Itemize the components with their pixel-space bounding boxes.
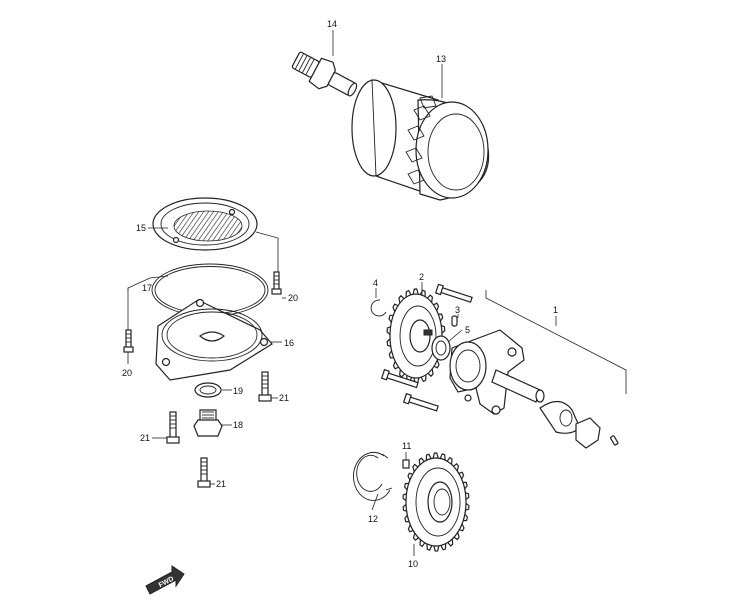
callout-16: 16	[284, 338, 294, 348]
part-16-cover	[155, 298, 273, 381]
callout-10: 10	[408, 559, 418, 569]
callout-5: 5	[465, 325, 470, 335]
callout-15: 15	[136, 223, 146, 233]
callout-18: 18	[233, 420, 243, 430]
callout-21-left: 21	[140, 433, 150, 443]
part-20-bolt-b	[123, 329, 134, 353]
callout-11: 11	[402, 441, 411, 451]
callout-19: 19	[233, 386, 243, 396]
pump-bolt-upper	[434, 283, 473, 303]
callout-20-right: 20	[288, 293, 298, 303]
leader-lines	[127, 30, 627, 556]
callout-2: 2	[419, 272, 424, 282]
callout-4: 4	[373, 278, 378, 288]
callout-20-left: 20	[122, 368, 132, 378]
pump-bolt-lower	[402, 392, 439, 412]
part-2-drive-gear	[386, 288, 446, 384]
pump-bolt-middle	[380, 368, 419, 389]
svg-text:FWD: FWD	[158, 576, 175, 590]
part-15-strainer	[152, 197, 258, 251]
part-1-oil-pump-assembly	[449, 329, 619, 449]
callout-1: 1	[553, 305, 558, 315]
callout-12: 12	[368, 514, 378, 524]
part-4-circlip	[370, 299, 387, 317]
part-20-bolt-a	[271, 271, 282, 295]
part-11-dowel	[402, 459, 410, 469]
callout-14: 14	[327, 19, 337, 29]
part-13-oil-filter	[351, 79, 490, 201]
callouts: 14 13 15 17 20 16 20 19 21 18 21 21 4 2 …	[122, 19, 558, 569]
part-12-circlip	[353, 452, 393, 501]
part-19-gasket	[194, 382, 222, 398]
part-21-bolt-b	[166, 411, 180, 444]
callout-17: 17	[142, 283, 152, 293]
callout-21-right: 21	[279, 393, 289, 403]
callout-3: 3	[455, 305, 460, 315]
part-5-washer	[431, 335, 451, 361]
part-18-plug	[193, 409, 223, 437]
fwd-direction-marker: FWD	[145, 565, 185, 595]
callout-13: 13	[436, 54, 446, 64]
part-10-driven-gear	[402, 452, 470, 552]
part-3-pin	[451, 315, 458, 327]
part-21-bolt-a	[258, 371, 272, 402]
callout-21-bottom: 21	[216, 479, 226, 489]
part-14-fitting	[291, 51, 358, 97]
part-21-bolt-c	[197, 457, 211, 488]
